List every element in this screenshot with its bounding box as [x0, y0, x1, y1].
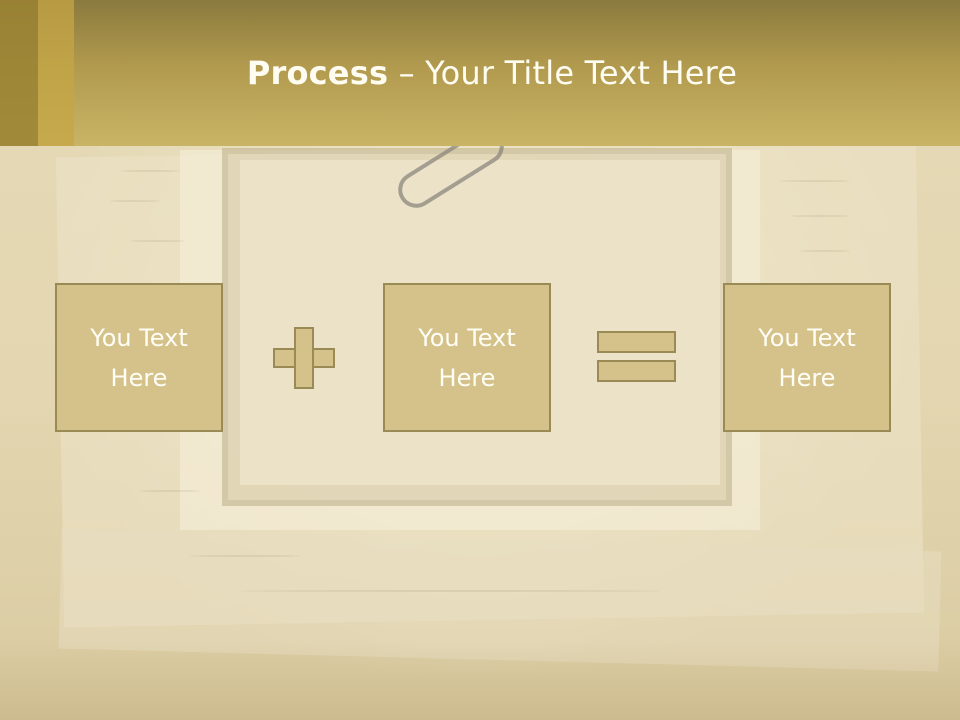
handwriting-decoration: [190, 555, 300, 557]
box-text-line: You Text: [90, 323, 188, 352]
handwriting-decoration: [120, 170, 180, 172]
slide-title[interactable]: Process – Your Title Text Here: [0, 54, 960, 92]
box-text-line: Here: [778, 363, 836, 392]
box-text-line: You Text: [758, 323, 856, 352]
process-box-2[interactable]: You Text Here: [383, 283, 551, 432]
title-rest: – Your Title Text Here: [388, 54, 738, 92]
process-box-1[interactable]: You Text Here: [55, 283, 223, 432]
handwriting-decoration: [130, 240, 185, 242]
handwriting-decoration: [110, 200, 160, 202]
equals-icon-top[interactable]: [597, 331, 676, 353]
handwriting-decoration: [790, 215, 850, 217]
process-box-3[interactable]: You Text Here: [723, 283, 891, 432]
handwriting-decoration: [240, 590, 660, 592]
title-bold: Process: [246, 54, 389, 92]
equals-icon-bottom[interactable]: [597, 360, 676, 382]
header-accent: [38, 0, 74, 146]
box-text-line: You Text: [418, 323, 516, 352]
box-text-line: Here: [110, 363, 168, 392]
plus-icon[interactable]: [273, 327, 335, 389]
plus-center: [296, 350, 312, 366]
header-band: [0, 0, 960, 146]
header-accent: [0, 0, 38, 146]
handwriting-decoration: [780, 180, 850, 182]
background-shade: [0, 640, 960, 720]
box-text-line: Here: [438, 363, 496, 392]
handwriting-decoration: [800, 250, 850, 252]
handwriting-decoration: [140, 490, 200, 492]
